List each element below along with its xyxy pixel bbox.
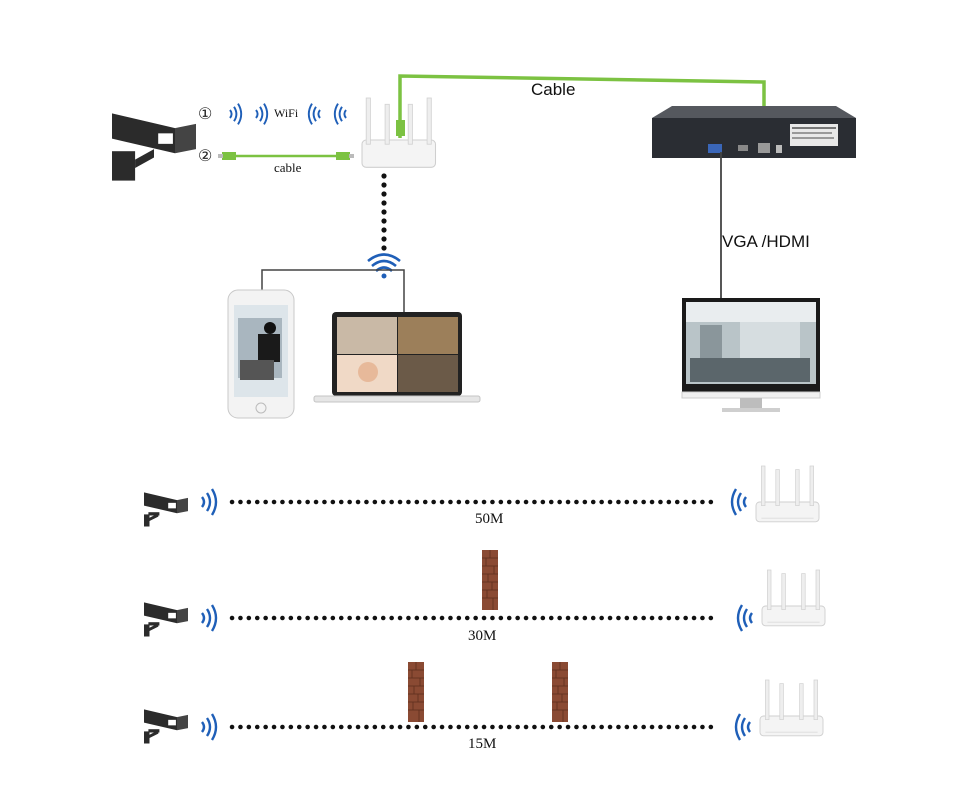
cable-connector-icon [396,120,405,136]
network-cable [398,74,766,138]
phone-icon [227,289,295,419]
router-icon [761,569,826,627]
router-icon [755,465,820,523]
wifi-wave-icon [730,487,748,517]
wifi-wave-icon [200,712,218,742]
vga-hdmi-label: VGA /HDMI [722,232,810,251]
option-2-marker: ② [198,148,213,165]
camera-icon [144,492,188,527]
monitor-icon [681,298,821,412]
laptop-icon [313,312,481,403]
wall-icon [481,549,499,611]
camera-icon [144,709,188,744]
distance-row-30m [144,549,826,637]
wifi-wave-icon [200,487,218,517]
distance-label-2: 30M [468,628,497,644]
distance-row-15m [144,661,824,744]
wifi-wave-icon [367,253,401,279]
wifi-wave-icon [200,603,218,633]
cable-label: Cable [531,80,576,99]
wifi-wave-icon [734,712,752,742]
option-1-marker: ① [198,106,213,123]
wall-icon [407,661,425,723]
camera-icon [144,602,188,637]
wifi-label: WiFi [274,106,299,120]
nvr-icon [652,106,856,158]
camera-icon [112,113,196,181]
distance-label-1: 50M [475,511,504,527]
router-icon [759,679,824,737]
wall-icon [551,661,569,723]
distance-label-3: 15M [468,736,497,752]
wifi-wave-icon [736,603,754,633]
cable-small-label: cable [274,160,302,175]
wireless-link [381,173,387,251]
cable-connector-icon [218,152,354,160]
distance-row-50m [144,465,820,527]
router-icon [361,97,437,168]
